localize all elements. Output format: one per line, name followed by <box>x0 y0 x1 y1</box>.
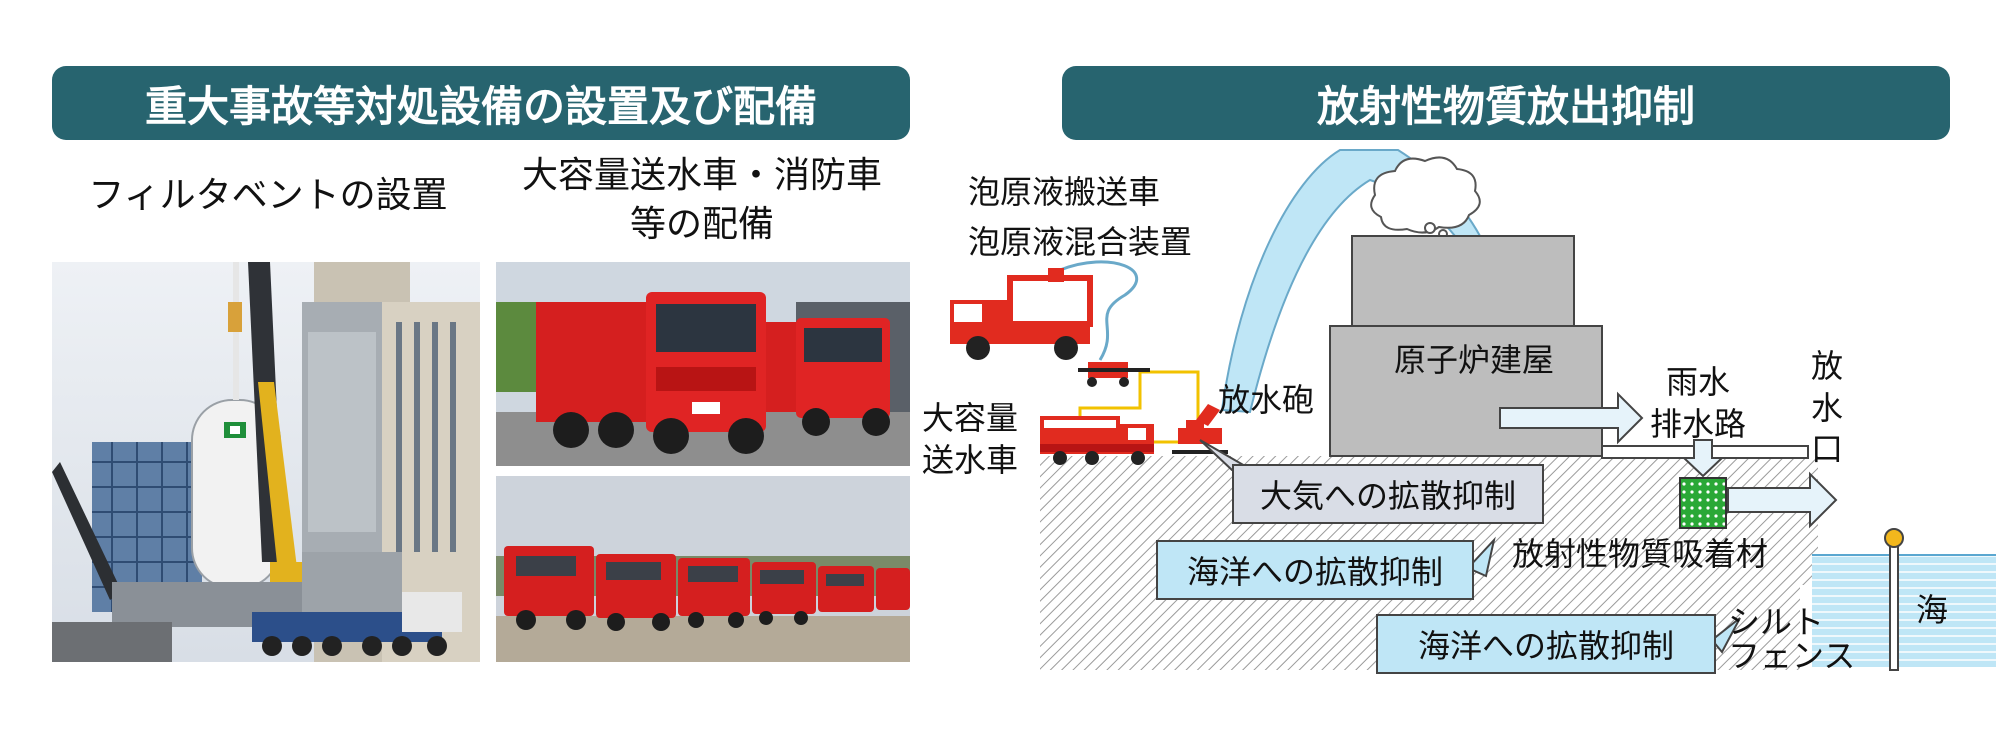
silt-fence-float <box>1884 528 1904 548</box>
fire-trucks-photo-top-art <box>496 262 910 466</box>
high-volume-truck-label-line2: 送水車 <box>922 440 1019 479</box>
foam-mixer-icon <box>1078 362 1150 387</box>
rain-drain-label: 雨水 排水路 <box>1650 362 1746 445</box>
filter-vent-photo-art <box>52 262 480 662</box>
high-volume-truck-label-line1: 大容量 <box>922 399 1019 437</box>
sea-area <box>1812 555 1996 667</box>
sea-label: 海 <box>1916 591 1949 629</box>
outlet-label-line1: 放 <box>1810 347 1843 385</box>
ocean-callout-1-tail <box>1466 536 1496 578</box>
rain-drain-label-line2: 排水路 <box>1650 404 1747 443</box>
silt-fence-pole <box>1889 539 1899 671</box>
ocean-suppression-text-2: 海洋への拡散抑制 <box>1417 627 1674 665</box>
foam-transport-label: 泡原液搬送車 <box>968 173 1161 211</box>
right-banner-text: 放射性物質放出抑制 <box>1316 81 1695 131</box>
reactor-building-top <box>1351 235 1575 327</box>
atmosphere-suppression-callout: 大気への拡散抑制 <box>1232 464 1544 524</box>
adsorbent-box <box>1679 477 1727 529</box>
foam-mixer-label: 泡原液混合装置 <box>968 223 1193 261</box>
atmosphere-suppression-text: 大気への拡散抑制 <box>1259 477 1516 515</box>
silt-fence-label-line1: シルト <box>1728 603 1825 641</box>
silt-fence-label: シルト フェンス <box>1728 603 1856 675</box>
left-banner-text: 重大事故等対処設備の設置及び配備 <box>144 81 817 131</box>
right-banner: 放射性物質放出抑制 <box>1062 66 1950 140</box>
rain-drain-label-line1: 雨水 <box>1666 363 1731 401</box>
drain-arrow-down <box>1681 439 1725 478</box>
high-volume-truck-label: 大容量 送水車 <box>922 398 1018 481</box>
outlet-arrow <box>1727 471 1838 529</box>
filter-vent-caption: フィルタベントの設置 <box>52 172 484 221</box>
adsorbent-label: 放射性物質吸着材 <box>1512 535 1769 573</box>
fire-trucks-photo-bottom <box>496 476 910 662</box>
ocean-callout-2-tail <box>1710 617 1741 654</box>
foam-transport-truck-icon <box>950 268 1093 360</box>
foam-hose <box>1059 260 1139 361</box>
trucks-caption-line2: 等の配備 <box>629 203 774 245</box>
water-cannon-label: 放水砲 <box>1218 381 1315 419</box>
drain-arrow-right <box>1499 391 1644 445</box>
trucks-caption: 大容量送水車・消防車 等の配備 <box>494 152 910 249</box>
water-cannon-icon <box>1172 404 1228 454</box>
reactor-building-base <box>1329 325 1603 457</box>
ocean-suppression-callout-2: 海洋への拡散抑制 <box>1376 614 1716 674</box>
filter-vent-photo <box>52 262 480 662</box>
outlet-label-line2: 水口 <box>1810 388 1843 469</box>
filter-vent-caption-text: フィルタベントの設置 <box>88 175 448 216</box>
outlet-label: 放 水口 <box>1806 346 1848 471</box>
ocean-suppression-text-1: 海洋への拡散抑制 <box>1186 553 1443 591</box>
left-banner: 重大事故等対処設備の設置及び配備 <box>52 66 910 140</box>
trucks-caption-line1: 大容量送水車・消防車 <box>521 155 882 196</box>
ocean-suppression-callout-1: 海洋への拡散抑制 <box>1156 540 1474 600</box>
fire-trucks-photo-top <box>496 262 910 466</box>
reactor-building-label: 原子炉建屋 <box>1394 341 1555 379</box>
fire-trucks-photo-bottom-art <box>496 476 910 662</box>
high-volume-truck-icon <box>1040 416 1154 465</box>
silt-fence-label-line2: フェンス <box>1728 636 1856 675</box>
cloud-icon <box>1370 156 1481 234</box>
supply-hose <box>1078 370 1200 432</box>
